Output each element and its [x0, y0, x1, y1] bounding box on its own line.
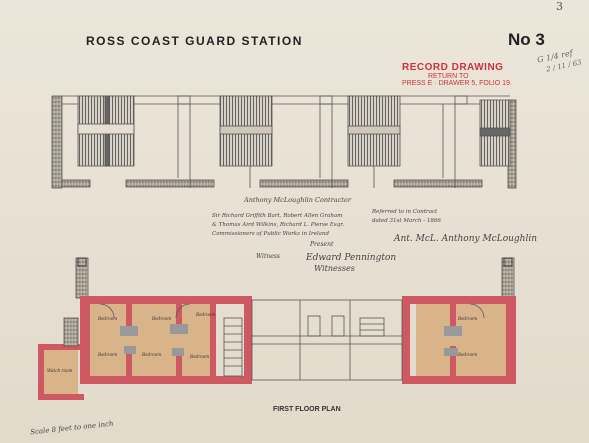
drawing-title: ROSS COAST GUARD STATION [86, 34, 303, 48]
first-floor-plan [38, 296, 516, 400]
stamp-line-2: RETURN TO [428, 73, 469, 80]
referred-line-2: dated 31st March - 1866 [372, 218, 441, 224]
room-label: Bedroom [457, 316, 477, 321]
present-label: Present [310, 241, 334, 248]
contractor-heading: Anthony McLoughlin Contractor [244, 196, 351, 204]
room-label: Bedroom [97, 352, 117, 357]
witness-line-1: Sir Richard Griffith Bart. Robert Allen … [212, 213, 343, 219]
room-label: Watch room [47, 368, 73, 373]
witness-signature: Edward Pennington [306, 253, 397, 263]
upper-plan [51, 95, 517, 299]
witness-label: Witness [256, 253, 280, 260]
referred-line-1: Referred to in Contract [372, 209, 438, 215]
room-label: Bedroom [151, 316, 171, 321]
room-label: Bedroom [457, 352, 477, 357]
room-label: Bedroom [189, 354, 209, 359]
witness-line-3: Commissioners of Public Works in Ireland [212, 231, 329, 237]
stamp-line-1: RECORD DRAWING [402, 62, 504, 73]
room-label: Bedroom [141, 352, 161, 357]
room-label: Bedroom [195, 312, 215, 317]
witnesses-sub: Witnesses [314, 264, 355, 273]
plan-label: FIRST FLOOR PLAN [273, 406, 341, 413]
room-label: Bedroom [97, 316, 117, 321]
witness-line-2: & Thomas Aird Wilkins, Richard L. Pierse… [212, 222, 345, 228]
sheet-number: No 3 [508, 30, 545, 49]
room-labels: Bedroom Bedroom Bedroom Bedroom Bedroom … [47, 312, 477, 373]
corner-number: 3 [556, 0, 563, 13]
stamp-line-3: PRESS E · DRAWER 5, FOLIO 19. [402, 80, 512, 87]
contractor-signature: Ant. McL. Anthony McLoughlin [394, 234, 538, 244]
record-drawing-stamp: RECORD DRAWING RETURN TO PRESS E · DRAWE… [402, 62, 512, 87]
